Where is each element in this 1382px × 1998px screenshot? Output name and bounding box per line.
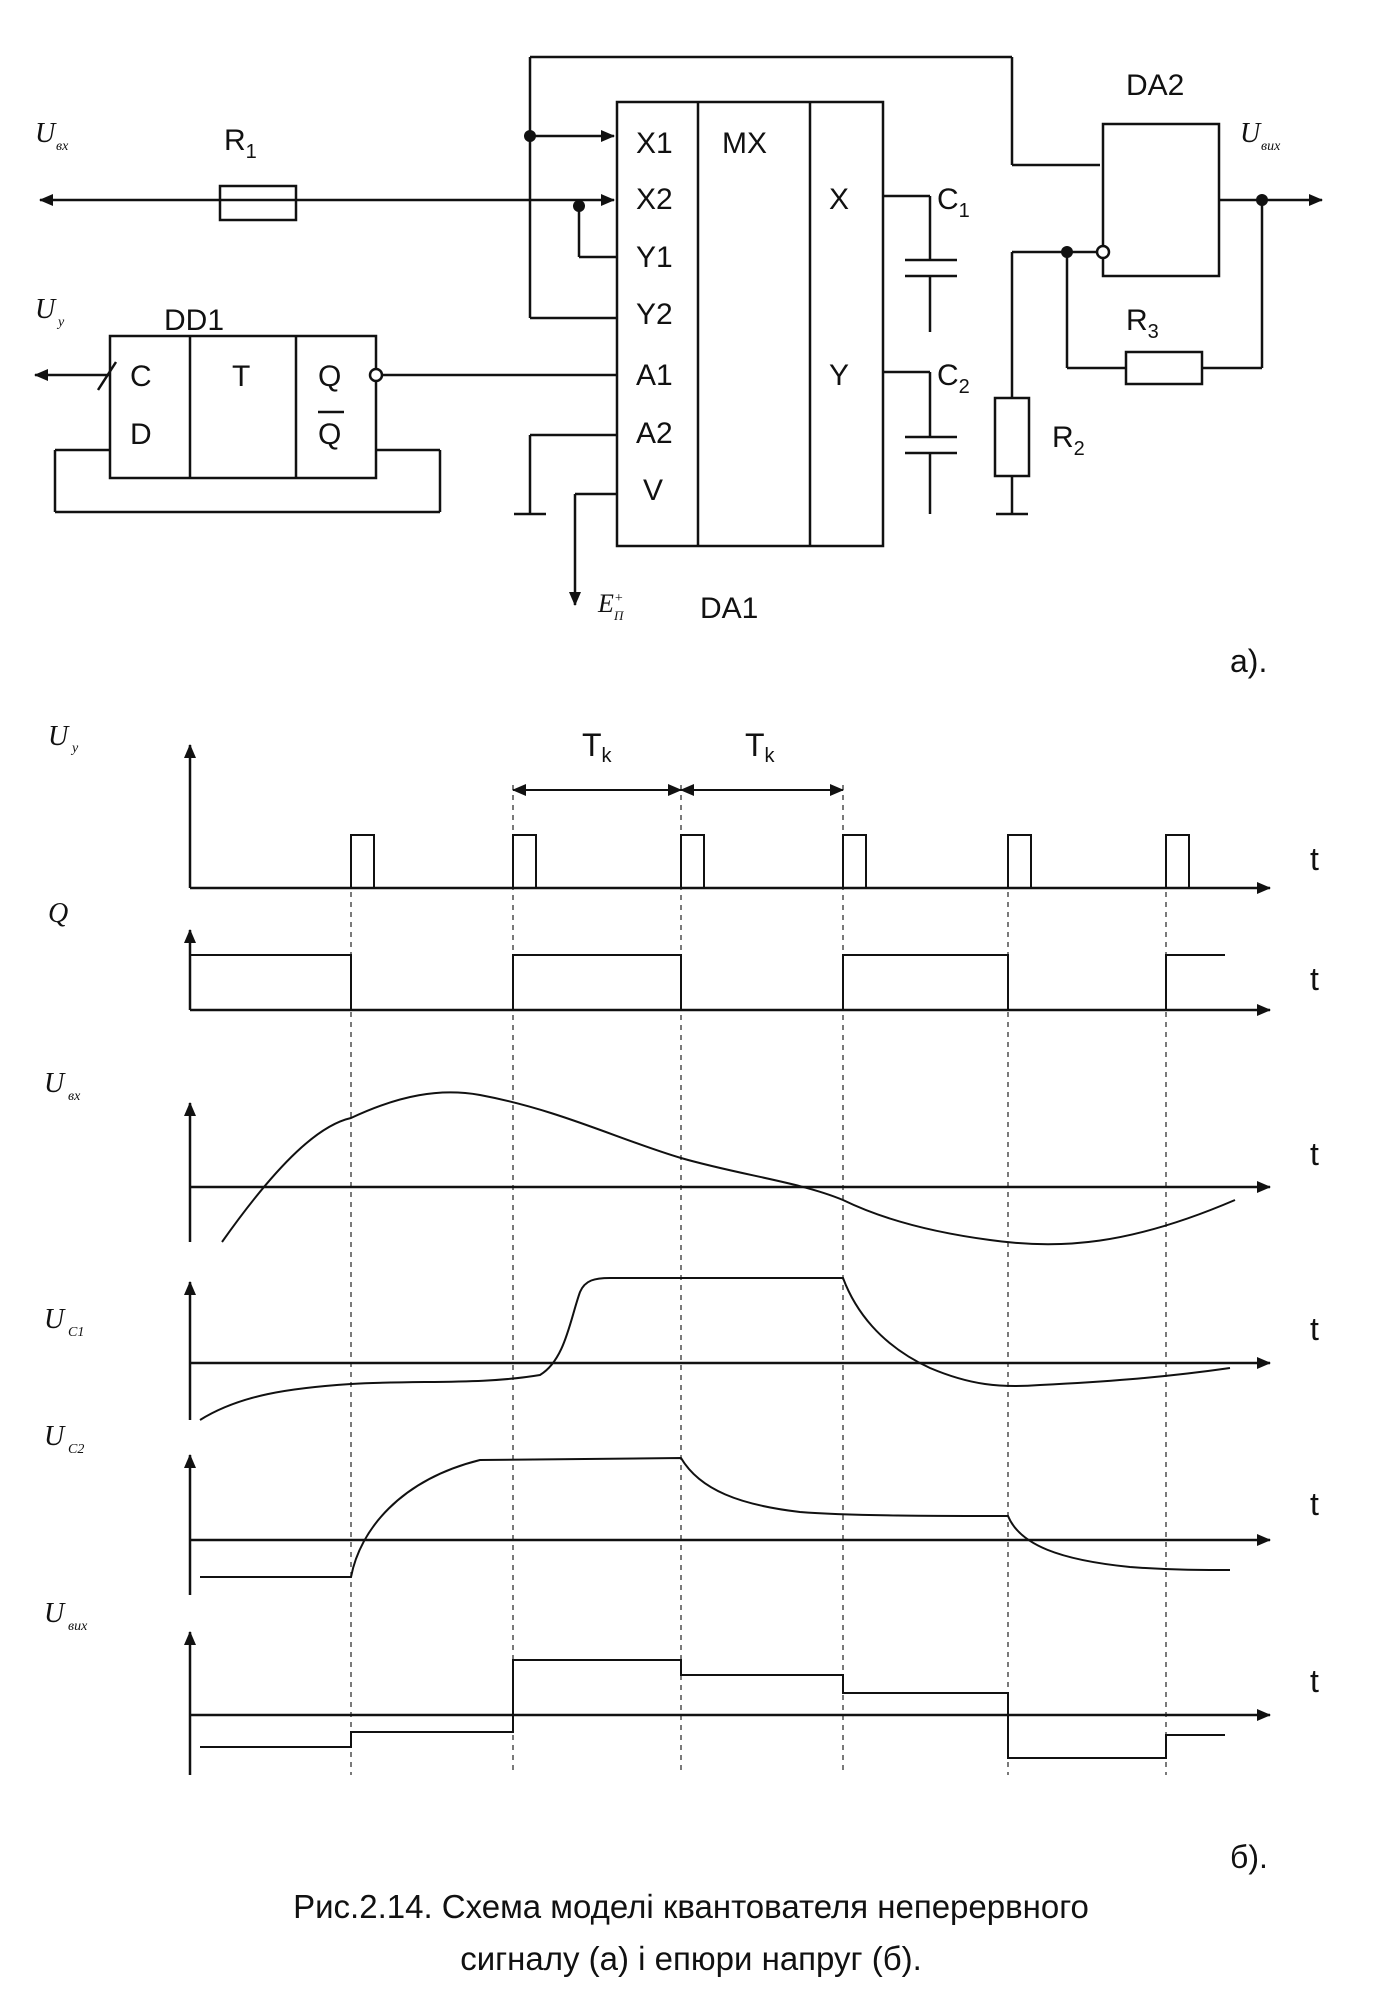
- trace-uc2: [184, 1454, 1271, 1595]
- dd1-pin-d: D: [130, 418, 152, 451]
- control-label: U: [35, 294, 57, 325]
- signal-label-uy: U: [48, 721, 70, 752]
- signal-labels: U y Q U вх U C1 U C2 U вих: [44, 721, 88, 1634]
- control-label-sub: y: [56, 315, 65, 330]
- supply-sub: П: [613, 608, 625, 623]
- da2-amplifier: [993, 122, 1323, 516]
- trace-uy: [184, 744, 1271, 894]
- resistor-r1: [218, 184, 298, 222]
- r2-label: R2: [1052, 421, 1085, 460]
- dd1-pin-qbar: Q: [318, 418, 341, 451]
- figure-caption-line1: Рис.2.14. Схема моделі квантователя непе…: [293, 1888, 1089, 1925]
- sync-lines: [350, 785, 1167, 1775]
- signal-label-uout-sub: вих: [68, 1619, 88, 1634]
- part-b-label: б).: [1230, 1839, 1268, 1875]
- r3-label: R3: [1126, 304, 1159, 343]
- input-label-sub: вх: [56, 139, 69, 154]
- signal-label-q: Q: [48, 898, 68, 929]
- c1-label: C1: [937, 183, 970, 222]
- schematic: U вх R1 X1 X2 Y1 Y2 A1 A2 V MX X Y DA1: [34, 55, 1323, 679]
- dd1-name: DD1: [164, 304, 224, 337]
- da1-pin-x1: X1: [636, 127, 673, 160]
- signal-label-uin: U: [44, 1068, 66, 1099]
- time-label-uin: t: [1310, 1136, 1319, 1172]
- timing-diagram: Tk Tk: [44, 721, 1319, 1875]
- da1-name: DA1: [700, 592, 758, 625]
- da2-name: DA2: [1126, 69, 1184, 102]
- da1-pin-x2: X2: [636, 183, 673, 216]
- output-label-sub: вих: [1261, 139, 1281, 154]
- dd1-function: T: [232, 360, 250, 393]
- input-label: U: [35, 118, 57, 149]
- trace-uout: [184, 1631, 1271, 1775]
- trace-uin: [184, 1091, 1271, 1246]
- da1-pin-v: V: [643, 474, 663, 507]
- part-a-label: а).: [1230, 643, 1267, 679]
- dd1-flipflop: [34, 334, 442, 514]
- signal-label-uy-sub: y: [70, 741, 79, 756]
- input-line: [39, 184, 615, 222]
- dd1-pin-c: C: [130, 360, 152, 393]
- figure-caption-line2: сигналу (а) і епюри напруг (б).: [460, 1940, 922, 1977]
- trace-uc1: [184, 1277, 1271, 1421]
- capacitor-c1: [883, 194, 957, 332]
- supply-label: E: [597, 589, 614, 618]
- r1-label: R1: [224, 124, 257, 163]
- trace-q: [184, 929, 1271, 1016]
- da1-pin-y1: Y1: [636, 241, 673, 274]
- signal-label-uout: U: [44, 1598, 66, 1629]
- da1-pin-a2: A2: [636, 417, 673, 450]
- da1-out-y: Y: [829, 359, 849, 392]
- dd1-pin-q: Q: [318, 360, 341, 393]
- signal-label-uc1: U: [44, 1304, 66, 1335]
- c2-label: C2: [937, 359, 970, 398]
- da1-pin-a1: A1: [636, 359, 673, 392]
- time-label-uc2: t: [1310, 1486, 1319, 1522]
- output-label: U: [1240, 118, 1262, 149]
- da1-out-x: X: [829, 183, 849, 216]
- time-label-uc1: t: [1310, 1311, 1319, 1347]
- da1-pin-y2: Y2: [636, 298, 673, 331]
- da1-function: MX: [722, 127, 767, 160]
- period-label-2: Tk: [745, 727, 776, 767]
- time-label-uout: t: [1310, 1663, 1319, 1699]
- signal-label-uc1-sub: C1: [68, 1325, 84, 1340]
- signal-label-uc2-sub: C2: [68, 1442, 84, 1457]
- period-label-1: Tk: [582, 727, 613, 767]
- signal-label-uin-sub: вх: [68, 1089, 81, 1104]
- da1-multiplexer: [615, 100, 885, 548]
- time-label-uy: t: [1310, 841, 1319, 877]
- time-label-q: t: [1310, 961, 1319, 997]
- supply-plus: +: [614, 591, 623, 606]
- capacitor-c2: [883, 370, 957, 514]
- signal-label-uc2: U: [44, 1421, 66, 1452]
- da1-wiring: [381, 55, 1100, 606]
